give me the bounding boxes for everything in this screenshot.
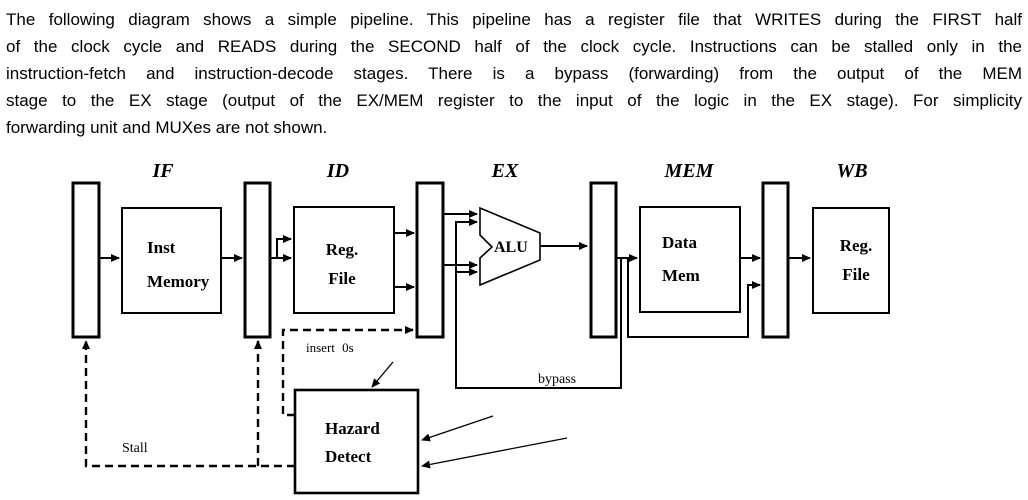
hazard-top-input-arrow bbox=[371, 361, 394, 388]
ifid-to-regfile-branch-wire bbox=[276, 235, 292, 258]
question-paragraph: The following diagram shows a simple pip… bbox=[6, 6, 1022, 141]
stage-label-if: IF bbox=[151, 160, 174, 182]
data-mem-box bbox=[639, 206, 741, 313]
exmem-passthrough-wire bbox=[627, 258, 761, 338]
wb-reg-file-label-2: File bbox=[842, 265, 870, 284]
wb-reg-file-label-1: Reg. bbox=[840, 236, 873, 255]
bypass-to-alu-top-wire bbox=[455, 218, 622, 389]
insert-zeros-wire bbox=[281, 326, 414, 417]
id-ex-register bbox=[415, 181, 445, 339]
stage-label-mem: MEM bbox=[664, 160, 715, 182]
stall-label: Stall bbox=[122, 441, 148, 456]
inst-memory-label-2: Memory bbox=[147, 272, 210, 291]
stall-to-pc-register-wire bbox=[82, 340, 295, 468]
inst-memory-label-1: Inst bbox=[147, 238, 176, 257]
paragraph-line: The following diagram shows a simple pip… bbox=[6, 10, 1022, 29]
wb-reg-file-box bbox=[812, 207, 890, 314]
stage-labels: IF ID EX MEM WB bbox=[151, 160, 867, 182]
alu-label: ALU bbox=[494, 239, 528, 256]
hazard-right-input-arrow-2 bbox=[421, 437, 568, 469]
hazard-detect-label-1: Hazard bbox=[325, 419, 380, 438]
pipeline-registers bbox=[71, 181, 790, 339]
hazard-input-arrows bbox=[371, 361, 568, 469]
ex-mem-register bbox=[589, 181, 618, 339]
bypass-path: bypass bbox=[455, 218, 622, 389]
data-mem-label-2: Mem bbox=[662, 266, 700, 285]
paragraph-line: forwarding unit and MUXes are not shown. bbox=[6, 118, 328, 137]
id-reg-file-box bbox=[293, 206, 395, 314]
stage-label-ex: EX bbox=[491, 160, 519, 182]
pc-register bbox=[71, 181, 101, 339]
datapath-wires bbox=[99, 210, 811, 338]
stage-label-wb: WB bbox=[836, 160, 867, 182]
stage-label-id: ID bbox=[326, 160, 349, 182]
inst-memory-box bbox=[121, 207, 222, 314]
insert-zeros-path: insert 0s bbox=[281, 326, 414, 417]
hazard-right-input-arrow-1 bbox=[421, 415, 494, 442]
paragraph-line: instruction-fetch and instruction-decode… bbox=[6, 64, 1022, 83]
alu-shape bbox=[479, 206, 541, 287]
hazard-detect-label-2: Detect bbox=[325, 447, 372, 466]
paragraph-line: of the clock cycle and READS during the … bbox=[6, 37, 1022, 56]
bypass-label: bypass bbox=[538, 372, 576, 387]
stall-path: Stall bbox=[82, 340, 295, 468]
id-reg-file-label-2: File bbox=[328, 269, 356, 288]
data-mem-label-1: Data bbox=[662, 233, 697, 252]
mem-wb-register bbox=[761, 181, 790, 339]
hazard-detect-box bbox=[293, 388, 420, 495]
insert-zeros-label: insert 0s bbox=[306, 340, 354, 355]
id-reg-file-label-1: Reg. bbox=[326, 240, 359, 259]
paragraph-line: stage to the EX stage (output of the EX/… bbox=[6, 91, 1022, 110]
if-id-register bbox=[243, 181, 272, 339]
